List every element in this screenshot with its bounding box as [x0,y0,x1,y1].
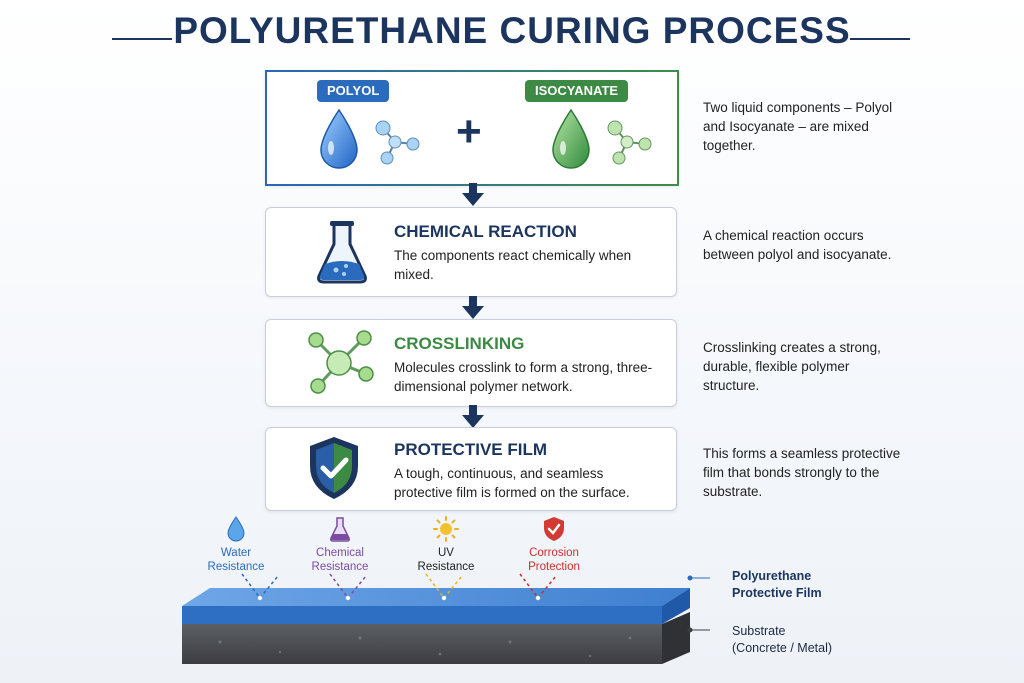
benefit-uv: UV Resistance [406,516,486,574]
flask-icon [330,517,350,542]
substrate-label-line: Substrate [732,624,786,638]
benefit-label: UV [438,547,454,559]
title-rule-right [850,38,910,40]
step-note: Crosslinking creates a strong, durable, … [703,340,881,393]
page-title: POLYURETHANE CURING PROCESS [173,10,851,51]
film-label-line: Protective Film [732,586,822,600]
benefit-label: Chemical [316,547,364,559]
substrate-label-line: (Concrete / Metal) [732,641,833,655]
benefit-label: Resistance [311,561,369,573]
step-description: Molecules crosslink to form a strong, th… [394,360,653,394]
isocyanate-tag: ISOCYANATE [525,80,629,102]
polyol-molecule-icon [375,120,420,165]
step-heading: PROTECTIVE FILM [394,440,547,459]
shield-icon [544,517,564,541]
film-layer-label: Polyurethane Protective Film [732,568,822,602]
down-arrow-icon [462,296,484,319]
film-label-line: Polyurethane [732,569,812,583]
title-rule-left [112,38,172,40]
mix-step-note: Two liquid components – Polyol and Isocy… [703,100,893,153]
benefit-water: Water Resistance [196,516,276,574]
crosslinking-card: CROSSLINKING Molecules crosslink to form… [265,319,677,407]
sun-icon [433,516,459,542]
benefit-label: Protection [528,561,580,573]
substrate-layer-label: Substrate (Concrete / Metal) [732,623,832,657]
water-drop-icon [227,516,245,542]
benefit-chemical: Chemical Resistance [300,516,380,574]
title-row: POLYURETHANE CURING PROCESS [0,10,1024,54]
down-arrow-icon [462,405,484,428]
coating-layers-illustration [182,573,710,664]
step-note: This forms a seamless protective film th… [703,446,901,499]
protective-film-card: PROTECTIVE FILM A tough, continuous, and… [265,427,677,511]
benefit-label: Water [220,547,252,559]
step-description: A tough, continuous, and seamless protec… [394,466,630,500]
shield-check-icon [310,437,358,499]
benefit-label: Resistance [417,561,475,573]
mix-step-card: POLYOL ISOCYANATE + [265,70,679,186]
plus-operator: + [456,107,482,156]
isocyanate-drop-icon [552,108,590,169]
down-arrow-icon [462,183,484,206]
benefit-corrosion: Corrosion Protection [512,516,596,574]
molecule-icon [308,330,374,394]
benefit-label: Corrosion [529,547,579,559]
isocyanate-molecule-icon [607,120,652,165]
step-description: The components react chemically when mix… [394,248,632,282]
polyol-tag: POLYOL [317,80,390,102]
step-heading: CHEMICAL REACTION [394,222,577,241]
chemical-reaction-card: CHEMICAL REACTION The components react c… [265,207,677,297]
flask-icon [317,221,367,284]
step-heading: CROSSLINKING [394,334,525,353]
polyol-drop-icon [320,108,358,169]
step-note: A chemical reaction occurs between polyo… [703,228,892,262]
benefit-label: Resistance [207,561,265,573]
